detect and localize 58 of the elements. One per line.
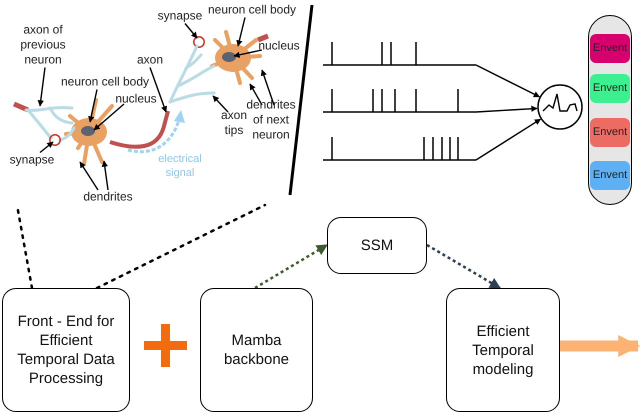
event-label: Envent [592, 125, 628, 140]
part-label: nucleus [115, 92, 157, 106]
leader-line [88, 89, 98, 123]
leader-line [260, 69, 275, 106]
event-box [590, 34, 630, 63]
event-box [590, 118, 630, 147]
leader-line [79, 161, 99, 190]
box-text: Mamba backbone [222, 331, 290, 369]
synapse-circle [193, 36, 205, 48]
box-text: Front - End for Efficient Temporal Data Processing [16, 312, 116, 388]
nucleus-blob [81, 126, 95, 136]
event-box [590, 74, 630, 103]
part-label: neuron cell body [60, 74, 150, 90]
part-label: axon tips [220, 108, 248, 138]
event-box [590, 161, 630, 190]
part-label: neuron cell body [208, 2, 296, 18]
leader-line [233, 49, 262, 58]
part-label: axon [136, 52, 164, 68]
part-label: nucleus [258, 38, 300, 54]
box-text: SSM [360, 236, 394, 255]
leader-line [40, 141, 54, 154]
arrow [560, 335, 640, 357]
leader-line [236, 17, 246, 47]
waveform-circle [537, 84, 583, 130]
leader-line [102, 160, 109, 190]
leader-line [249, 83, 263, 106]
leader-line [212, 96, 229, 112]
process-box [200, 288, 313, 412]
part-label: dendrites of next neuron [246, 98, 296, 142]
leader-line [149, 67, 168, 113]
arrow [476, 64, 540, 98]
leader-line [184, 23, 198, 38]
box-text: Efficient Temporal modeling [471, 322, 535, 378]
process-box [327, 217, 427, 274]
spike-train [323, 39, 476, 66]
axon-terminal-drawing [168, 44, 216, 104]
event-label: Envent [592, 81, 628, 96]
leader-line [38, 67, 46, 107]
zoom-line [96, 204, 266, 290]
event-label: Envent [592, 41, 628, 56]
arrow [254, 244, 328, 290]
part-label: dendrites [83, 190, 133, 204]
event-capsule [588, 15, 632, 205]
arrow [426, 244, 501, 290]
event-label: Envent [592, 168, 628, 184]
synapse-circle [49, 134, 61, 146]
part-label: synapse [10, 152, 54, 168]
spike-train [323, 134, 476, 161]
signal-label: electrical signal [158, 152, 202, 180]
spike-train [323, 86, 476, 113]
part-label: axon of previous neuron [19, 22, 67, 68]
nucleus-blob [222, 52, 236, 62]
part-label: synapse [158, 8, 202, 24]
process-box [2, 288, 130, 412]
arrow [476, 106, 538, 113]
process-box [446, 288, 560, 412]
leader-line [94, 103, 124, 131]
arrow [476, 118, 542, 161]
